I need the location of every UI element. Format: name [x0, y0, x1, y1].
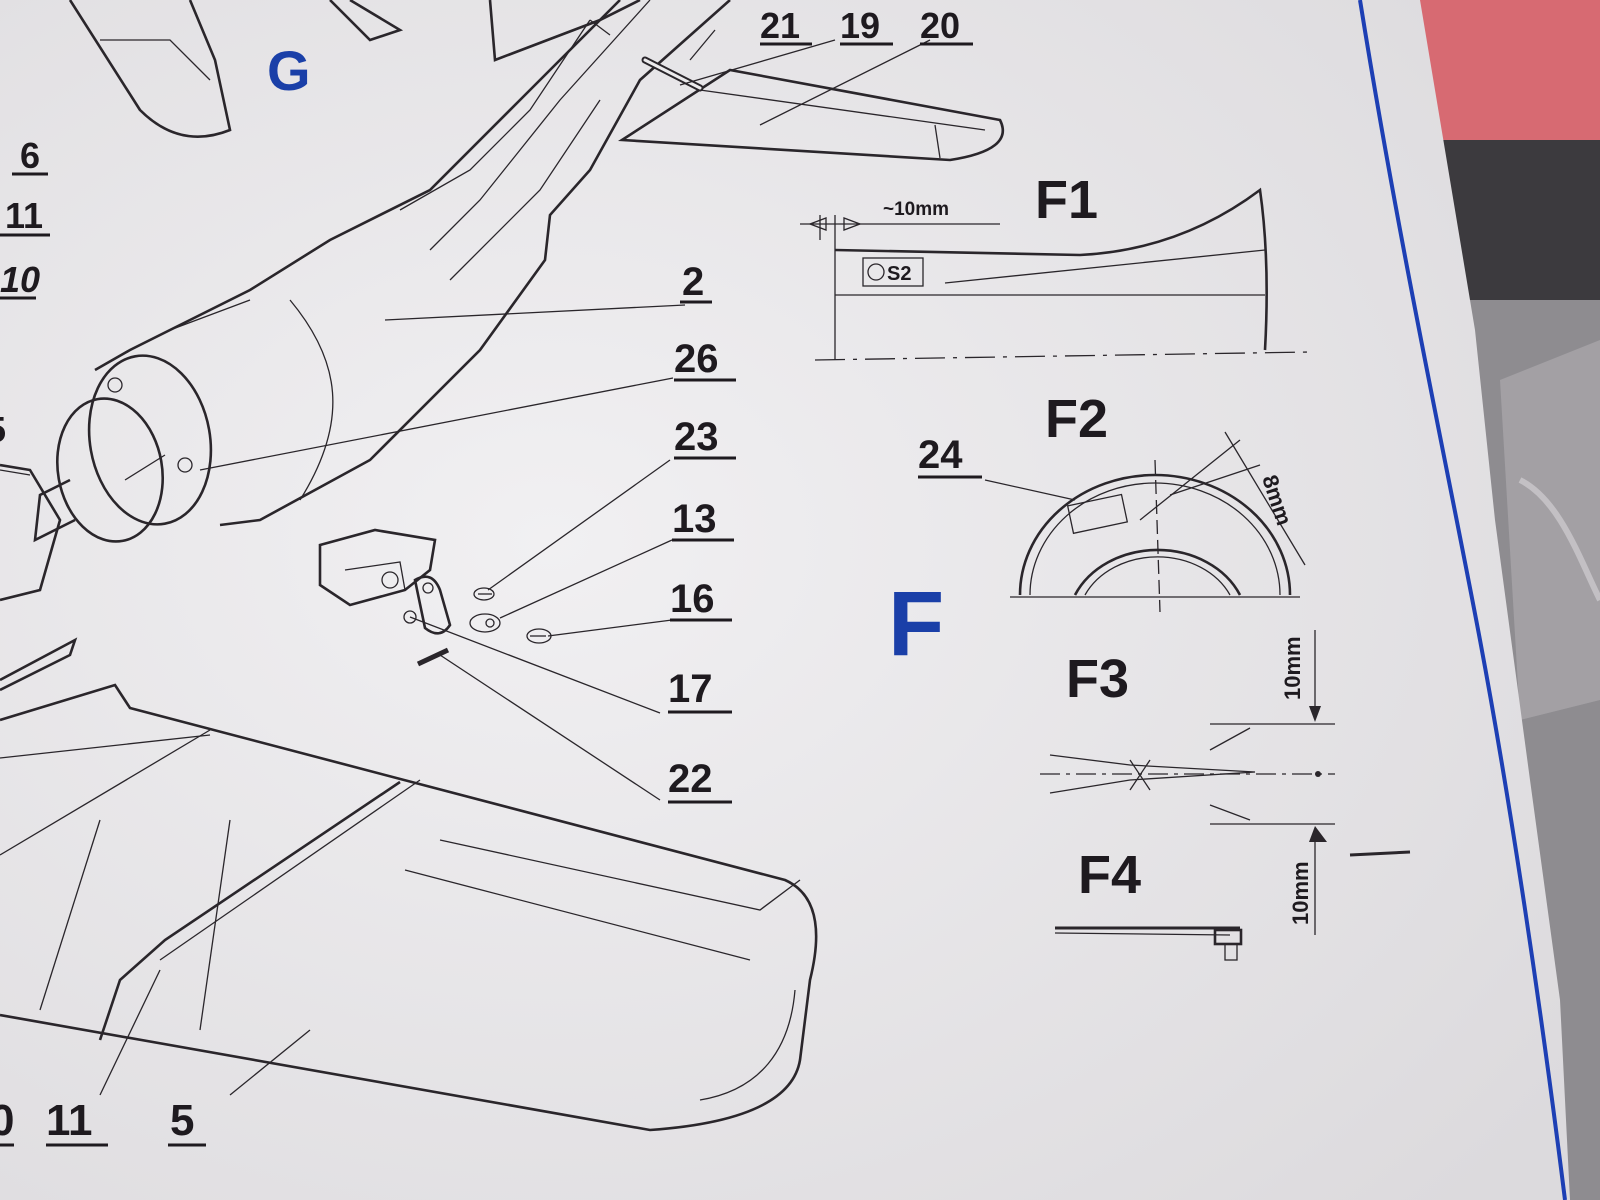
detail-f3-drawing	[1040, 630, 1411, 935]
servo-parts	[318, 528, 552, 667]
callout-10-top: 10	[0, 259, 40, 300]
callout-10-bottom: 0	[0, 1096, 14, 1145]
callout-numbers: 21 19 20 6 11 10 5 2 26 23 13 16 17 22 2…	[0, 5, 982, 1147]
callout-13: 13	[672, 497, 717, 541]
callout-26: 26	[674, 337, 719, 381]
fuselage-drawing	[0, 0, 1005, 602]
callout-2: 2	[682, 260, 704, 304]
callout-24: 24	[918, 433, 963, 477]
detail-f3-title: F3	[1066, 649, 1129, 709]
section-letter-g: G	[267, 39, 311, 102]
f1-servo-label: S2	[887, 263, 911, 285]
callout-22: 22	[668, 757, 713, 801]
callout-21: 21	[760, 5, 800, 46]
f3-dimension: 10mm	[1280, 636, 1305, 700]
callout-11-bottom: 11	[46, 1096, 93, 1145]
callout-17: 17	[668, 667, 713, 711]
detail-f2-drawing	[1010, 431, 1306, 613]
detail-f4-title: F4	[1078, 845, 1141, 905]
callout-19: 19	[840, 5, 880, 46]
f4-dimension: 10mm	[1288, 861, 1313, 925]
callout-20: 20	[920, 5, 960, 46]
callout-6: 6	[20, 135, 40, 176]
callout-5-bottom: 5	[170, 1096, 194, 1145]
callout-16: 16	[670, 577, 715, 621]
leader-lines	[99, 29, 1076, 1096]
detail-f2-title: F2	[1045, 389, 1108, 449]
section-letter-f: F	[888, 573, 944, 675]
callout-11-top: 11	[5, 195, 43, 236]
detail-f4-drawing	[1054, 926, 1243, 961]
f1-dimension: ~10mm	[883, 199, 949, 220]
detail-f1-drawing	[800, 187, 1311, 361]
section-labels: G F	[267, 39, 944, 675]
callout-5-edge: 5	[0, 409, 6, 450]
detail-f1-title: F1	[1035, 170, 1098, 230]
detail-titles: F1 F2 F3 F4	[1035, 170, 1141, 905]
page-border-line	[1358, 0, 1567, 1200]
wing-drawing	[0, 637, 818, 1132]
callout-23: 23	[674, 415, 719, 459]
